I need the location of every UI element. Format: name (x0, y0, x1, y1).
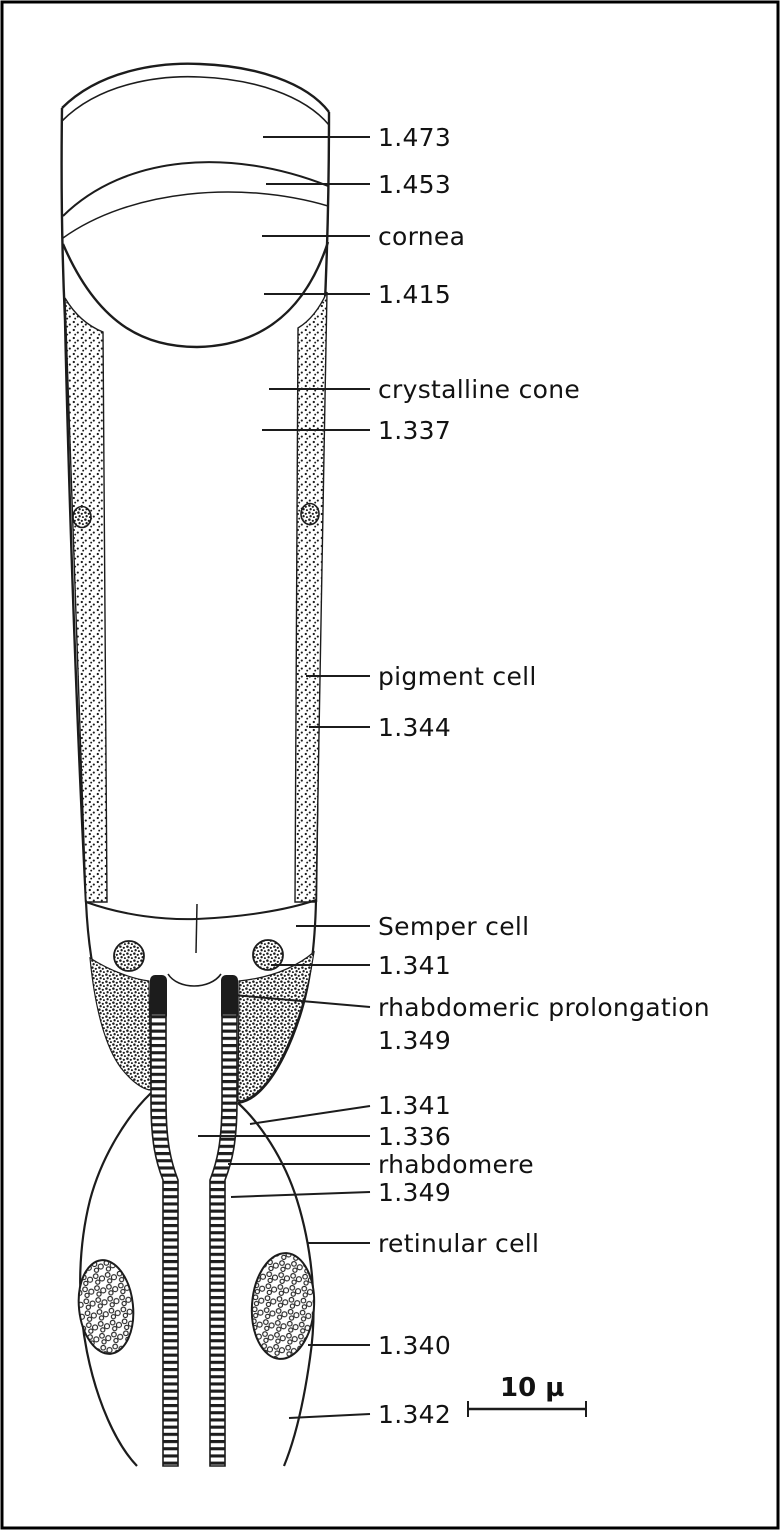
cornea-outer-dome (61, 62, 330, 113)
retinular-outline-right (237, 1102, 315, 1467)
label-1344: 1.344 (378, 713, 451, 742)
pigment-band-right (294, 291, 328, 903)
retinular-outline-left (79, 1092, 152, 1467)
label-1341-upper: 1.341 (378, 951, 451, 980)
retinular-nucleus-left (77, 1259, 135, 1355)
label-1337: 1.337 (378, 416, 451, 445)
pigment-cell-bands (64, 291, 328, 903)
label-retinular-cell: retinular cell (378, 1229, 539, 1258)
ommatidium-drawing (60, 62, 331, 1467)
label-1336: 1.336 (378, 1122, 451, 1151)
label-1349-upper: 1.349 (378, 1026, 451, 1055)
prolongation-tip-left (150, 975, 167, 1020)
cone-bottom-wavy-line (85, 899, 317, 921)
pigment-nucleus-right (300, 502, 320, 526)
label-rhabdomeric-prolongation: rhabdomeric prolongation (378, 993, 710, 1022)
funnel-stipple-left (89, 956, 152, 1091)
retinular-nucleus-right (250, 1252, 316, 1360)
semper-nucleus-right (252, 939, 284, 971)
semper-divider-line (195, 903, 198, 954)
pigment-nucleus-left (72, 505, 92, 529)
label-1349-lower: 1.349 (378, 1178, 451, 1207)
label-1341-lower: 1.341 (378, 1091, 451, 1120)
rhabdomere-band-right (209, 1013, 238, 1467)
label-cornea: cornea (378, 222, 465, 251)
leader-1342 (288, 1413, 371, 1419)
leader-1341-lower (249, 1105, 371, 1125)
label-pigment-cell: pigment cell (378, 662, 537, 691)
label-semper-cell: Semper cell (378, 912, 529, 941)
cornea-lamina-arc-2 (62, 191, 329, 239)
label-crystalline-cone: crystalline cone (378, 375, 580, 404)
leader-rhabdomeric-prolongation (232, 994, 371, 1008)
leader-lines (198, 136, 371, 1419)
funnel-stipple-right (237, 950, 315, 1102)
label-1342: 1.342 (378, 1400, 451, 1429)
scale-bar: 10 µ (467, 1373, 587, 1417)
label-rhabdomere: rhabdomere (378, 1150, 534, 1179)
rhabdomere-bands (150, 975, 238, 1467)
retinular-cell (77, 1092, 316, 1467)
label-1340: 1.340 (378, 1331, 451, 1360)
labels: 1.473 1.453 cornea 1.415 crystalline con… (378, 123, 710, 1429)
leader-1349-lower (230, 1191, 371, 1198)
label-1415: 1.415 (378, 280, 451, 309)
cornea-lens (61, 62, 330, 349)
cornea-lamina-arc-1 (62, 161, 329, 217)
semper-nucleus-left (113, 940, 145, 972)
pigment-band-left (64, 297, 108, 903)
semper-cell-region (84, 899, 318, 1105)
label-1473: 1.473 (378, 123, 451, 152)
label-1453: 1.453 (378, 170, 451, 199)
cornea-bottom-curve (61, 241, 330, 349)
column-left-wall (60, 107, 88, 903)
rhabdomere-band-left (150, 1013, 179, 1467)
scale-bar-label: 10 µ (500, 1373, 564, 1403)
semper-center-notch (167, 973, 222, 987)
cornea-inner-dome (61, 75, 330, 126)
prolongation-tip-right (221, 975, 238, 1020)
